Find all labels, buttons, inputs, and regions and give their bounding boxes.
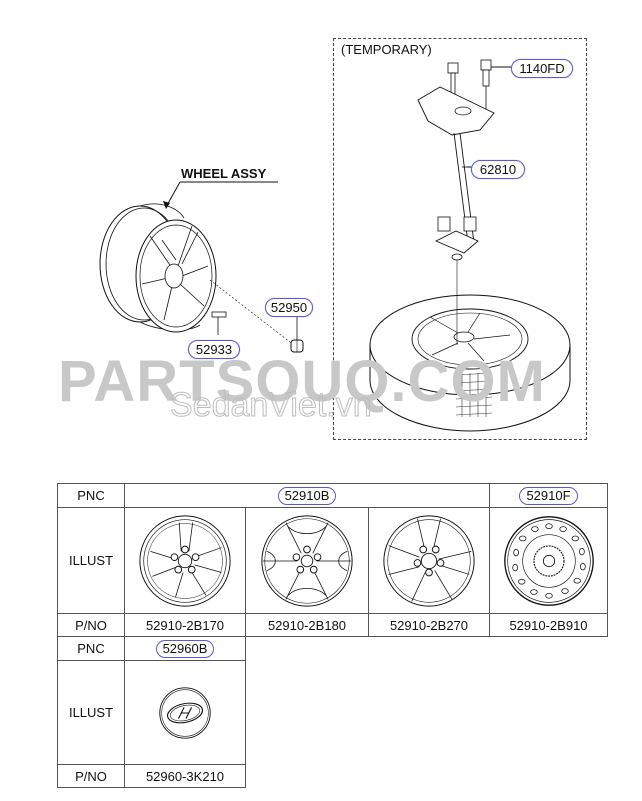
row-label-illust: ILLUST bbox=[57, 660, 125, 765]
pno-2B910[interactable]: 52910-2B910 bbox=[489, 613, 608, 637]
illust-row: ILLUST bbox=[57, 660, 246, 765]
pnc-callout-52910B[interactable]: 52910B bbox=[277, 486, 337, 505]
wheel-5-split-spoke-icon bbox=[383, 514, 475, 607]
pnc-cell-52910F: 52910F bbox=[489, 483, 608, 508]
wheel-parts-table: PNC 52910B 52910F ILLUST bbox=[57, 483, 608, 637]
pno-2B180[interactable]: 52910-2B180 bbox=[245, 613, 369, 637]
wheel-assy-drawing bbox=[99, 181, 296, 347]
row-label-illust: ILLUST bbox=[57, 507, 125, 614]
hubcap-parts-table: PNC 52960B ILLUST P/NO 52960-3K210 bbox=[57, 636, 246, 788]
pnc-row: PNC 52910B 52910F bbox=[57, 483, 608, 508]
callout-52950[interactable]: 52950 bbox=[265, 298, 313, 317]
illust-row: ILLUST bbox=[57, 507, 608, 614]
illust-cell-2B910[interactable] bbox=[489, 507, 608, 614]
hubcap-emblem-icon bbox=[159, 686, 211, 739]
wheel-5-spoke-icon bbox=[139, 514, 231, 607]
pnc-callout-52960B[interactable]: 52960B bbox=[155, 639, 215, 658]
pno-row: P/NO 52960-3K210 bbox=[57, 764, 246, 788]
callout-62810[interactable]: 62810 bbox=[471, 160, 525, 179]
pno-row: P/NO 52910-2B170 52910-2B180 52910-2B270… bbox=[57, 613, 608, 637]
illust-cell-2B180[interactable] bbox=[245, 507, 369, 614]
spare-tire-carrier-drawing bbox=[369, 59, 571, 432]
row-label-pnc: PNC bbox=[57, 636, 125, 661]
wheel-assy-label: WHEEL ASSY bbox=[181, 166, 267, 181]
row-label-pno: P/NO bbox=[57, 764, 125, 788]
temporary-label: (TEMPORARY) bbox=[341, 42, 432, 57]
illust-cell-3K210[interactable] bbox=[124, 660, 246, 765]
pnc-row: PNC 52960B bbox=[57, 636, 246, 661]
pno-3K210[interactable]: 52960-3K210 bbox=[124, 764, 246, 788]
pnc-cell-52960B: 52960B bbox=[124, 636, 246, 661]
wheel-6-spoke-icon bbox=[261, 514, 353, 607]
pno-2B270[interactable]: 52910-2B270 bbox=[368, 613, 490, 637]
pno-2B170[interactable]: 52910-2B170 bbox=[124, 613, 246, 637]
watermark-partsouq: PARTSOUQ.COM bbox=[58, 349, 546, 414]
row-label-pno: P/NO bbox=[57, 613, 125, 637]
pnc-callout-52910F[interactable]: 52910F bbox=[519, 486, 578, 505]
row-label-pnc: PNC bbox=[57, 483, 125, 508]
watermark-sedanviet: SedanViet.vn bbox=[170, 386, 373, 425]
illust-cell-2B170[interactable] bbox=[124, 507, 246, 614]
steel-wheel-icon bbox=[503, 515, 594, 606]
callout-1140FD[interactable]: 1140FD bbox=[511, 59, 573, 78]
temporary-spare-section bbox=[333, 38, 587, 440]
pnc-cell-52910B: 52910B bbox=[124, 483, 490, 508]
illust-cell-2B270[interactable] bbox=[368, 507, 490, 614]
callout-52933[interactable]: 52933 bbox=[188, 340, 240, 359]
